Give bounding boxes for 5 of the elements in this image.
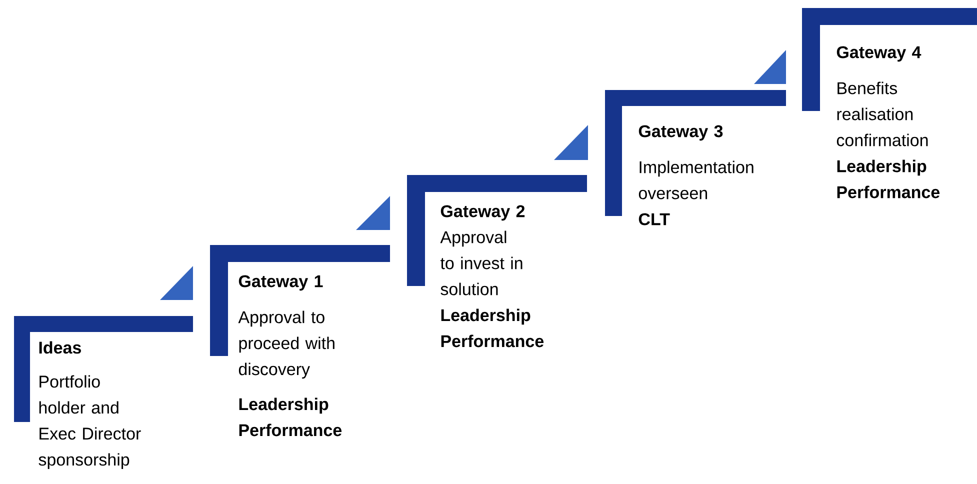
step-text: Ideas Portfolio holder and Exec Director sponsorship (38, 341, 141, 470)
step-text: Gateway 2 Approval to invest in solution Leadership Performance (440, 205, 544, 348)
step-text: Gateway 3 Implementation overseen CLT (638, 125, 754, 226)
step-text: Gateway 4 Benefits realisation confirmation Leadership Performance (836, 46, 940, 198)
step-text: Gateway 1 Approval to proceed with discovery Leadership Performance (238, 275, 342, 436)
